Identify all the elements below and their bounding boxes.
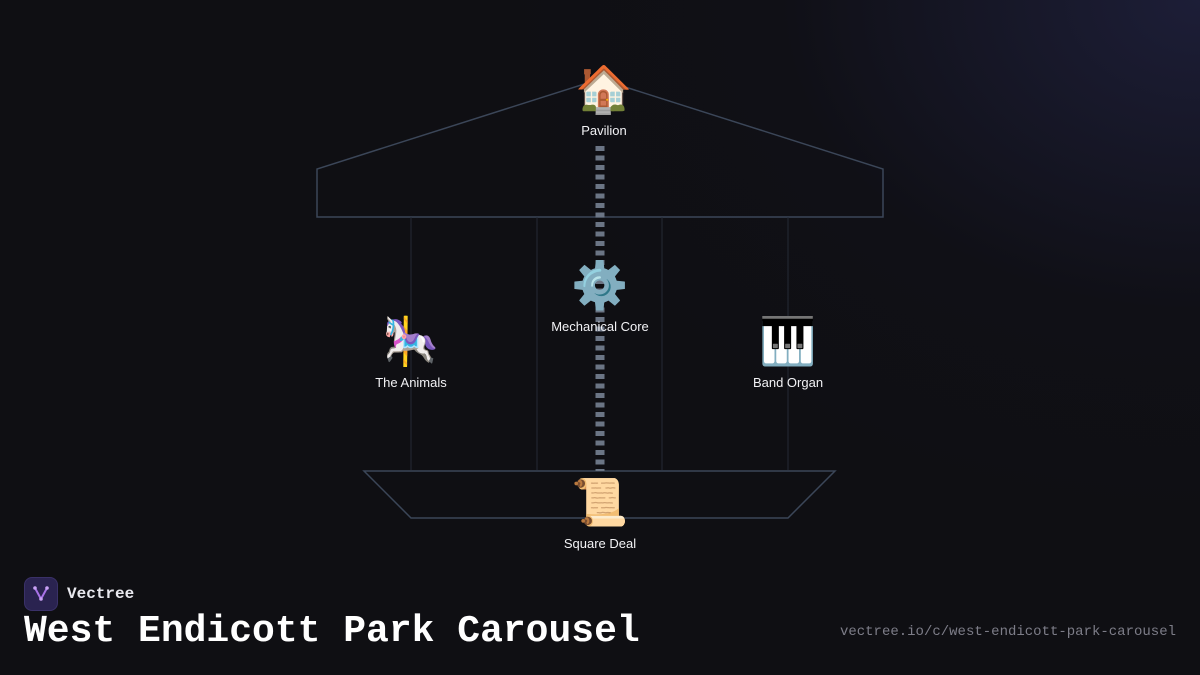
brand-name: Vectree: [67, 585, 135, 603]
scroll-icon: 📜: [571, 475, 629, 529]
vectree-logo-icon: [24, 577, 58, 611]
page-title: West Endicott Park Carousel: [24, 610, 640, 653]
node-label: Square Deal: [563, 536, 637, 551]
node-label: Band Organ: [752, 375, 824, 390]
node-mechanical-core[interactable]: ⚙️ Mechanical Core: [551, 257, 649, 334]
piano-icon: 🎹: [759, 314, 817, 368]
node-band-organ[interactable]: 🎹 Band Organ: [753, 313, 823, 390]
carousel-horse-icon: 🎠: [382, 314, 440, 368]
page-url[interactable]: vectree.io/c/west-endicott-park-carousel: [839, 624, 1176, 640]
base-platform-outline: [362, 470, 837, 519]
gear-icon: ⚙️: [571, 258, 629, 312]
node-label: Mechanical Core: [551, 319, 649, 334]
node-label: The Animals: [375, 375, 447, 390]
brand[interactable]: Vectree: [24, 577, 134, 611]
node-pavilion[interactable]: 🏠 Pavilion: [575, 61, 632, 138]
house-icon: 🏠: [575, 62, 633, 116]
node-the-animals[interactable]: 🎠 The Animals: [375, 313, 447, 390]
node-label: Pavilion: [581, 123, 627, 138]
node-square-deal[interactable]: 📜 Square Deal: [564, 474, 636, 551]
